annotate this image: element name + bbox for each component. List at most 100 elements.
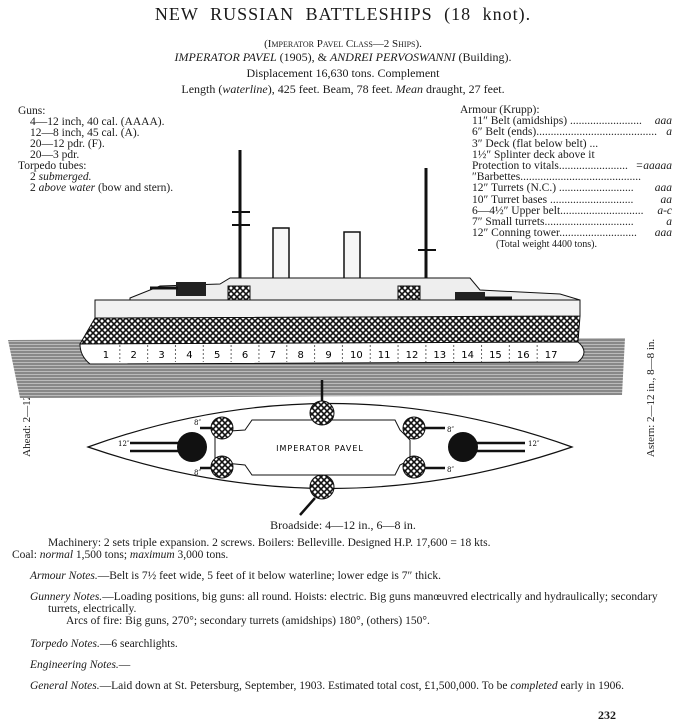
armour-block: Armour (Krupp): 11″ Belt (amidships) ...… xyxy=(460,104,673,251)
armour-item: 6—4½″ Upper belt........................… xyxy=(460,205,672,217)
section-number: 10 xyxy=(350,350,363,361)
armour-item-label: 12″ Conning tower.......................… xyxy=(472,228,637,240)
armour-item-label: 1½″ Splinter deck above it xyxy=(472,149,595,161)
coal-max: maximum xyxy=(129,549,175,561)
plan-label: IMPERATOR PAVEL xyxy=(276,444,364,453)
ship2-status: (Building). xyxy=(458,50,512,64)
engineering-note: Engineering Notes.— xyxy=(30,659,662,671)
section-number: 16 xyxy=(517,350,530,361)
armour-item-value: a xyxy=(666,216,672,229)
general-note-text: —Laid down at St. Petersburg, September,… xyxy=(99,680,511,692)
armour-item: 3″ Deck (flat below belt) ... xyxy=(460,139,672,150)
arcs-of-fire: Arcs of fire: Big guns, 270°; secondary … xyxy=(66,615,430,627)
armour-item-value: a xyxy=(666,126,672,139)
guns-block: Guns: 4—12 inch, 40 cal. (AAAA). 12—8 in… xyxy=(18,105,174,194)
turret-fore xyxy=(176,282,206,296)
section-number: 6 xyxy=(242,350,248,361)
ship1-year: (1905), & xyxy=(279,50,327,64)
notes: Machinery: 2 sets triple expansion. 2 sc… xyxy=(12,537,662,701)
gunnery-note: Gunnery Notes.—Loading positions, big gu… xyxy=(30,591,662,627)
coal-normal: normal xyxy=(39,549,74,561)
main-turret-aft xyxy=(448,432,478,462)
section-number: 3 xyxy=(158,350,164,361)
gunnery-note-label: Gunnery Notes. xyxy=(30,591,103,603)
engineering-note-label: Engineering Notes. xyxy=(30,659,119,671)
page-title: NEW RUSSIAN BATTLESHIPS (18 knot). xyxy=(154,4,532,24)
gun-item: 20—3 pdr. xyxy=(30,149,80,161)
torpedo-item: 2 above water (bow and stern). xyxy=(18,182,174,194)
broadside: Broadside: 4—12 in., 6—8 in. xyxy=(270,518,416,532)
torpedo-note-label: Torpedo Notes. xyxy=(30,638,100,650)
gun-label-8: 8″ xyxy=(194,419,201,427)
gunnery-note-text: —Loading positions, big guns: all round.… xyxy=(48,591,658,615)
armour-item-label: 6—4½″ Upper belt........................… xyxy=(472,205,644,217)
secondary-turrets xyxy=(210,400,426,500)
ship2-name: ANDREI PERVOSWANNI xyxy=(329,50,456,64)
armour-item-value: aaa xyxy=(654,227,672,240)
armour-item: 7″ Small turrets........................… xyxy=(460,216,672,229)
armour-item: 12″ Conning tower.......................… xyxy=(460,227,672,240)
armour-item-label: ″Barbettes..............................… xyxy=(472,172,641,184)
gun-label-8: 8″ xyxy=(447,466,454,474)
section-number: 13 xyxy=(433,350,446,361)
section-number: 9 xyxy=(325,350,331,361)
section-number: 4 xyxy=(186,350,192,361)
armour-note-label: Armour Notes. xyxy=(30,570,98,582)
general-note: General Notes.—Laid down at St. Petersbu… xyxy=(30,680,662,692)
section-number: 5 xyxy=(214,350,220,361)
armour-heading: Armour (Krupp): xyxy=(460,104,540,116)
section-number: 11 xyxy=(378,350,391,361)
engineering-note-text: — xyxy=(118,659,131,671)
armour-item-label: 3″ Deck (flat below belt) ... xyxy=(472,138,599,150)
gun-item: 20—12 pdr. (F). xyxy=(30,138,105,150)
armour-item-label: 10″ Turret bases .......................… xyxy=(472,194,634,206)
armour-item-value: aa xyxy=(660,193,673,206)
torpedo-heading: Torpedo tubes: xyxy=(18,160,87,172)
section-strip xyxy=(79,341,585,365)
armour-item: 12″ Turrets (N.C.) .....................… xyxy=(460,182,672,195)
armour-item-value: =aaaaa xyxy=(635,160,672,173)
general-note-end: early in 1906. xyxy=(557,680,625,692)
gun-label-12-aft: 12″ xyxy=(528,440,540,448)
torpedo-detail: (bow and stern). xyxy=(95,182,174,194)
section-number: 17 xyxy=(545,350,558,361)
gun-item: 4—12 inch, 40 cal. (AAAA). xyxy=(30,116,165,128)
armour-item-value: aaa xyxy=(654,115,672,128)
displacement: Displacement 16,630 tons. Complement xyxy=(246,66,440,80)
page-number: 232 xyxy=(598,708,616,722)
section-number: 8 xyxy=(297,350,303,361)
armour-item-label: Protection to vitals....................… xyxy=(472,161,628,173)
section-number: 2 xyxy=(131,350,137,361)
length-label: Length ( xyxy=(181,82,223,96)
armour-item: 6″ Belt (ends)..........................… xyxy=(460,126,672,139)
coal-normal-value: 1,500 tons; xyxy=(73,549,130,561)
gun-label-8: 8″ xyxy=(447,426,454,434)
gun-label-8: 8″ xyxy=(194,469,201,477)
armour-item-label: 6″ Belt (ends)..........................… xyxy=(472,127,657,139)
section-number: 7 xyxy=(270,350,276,361)
armour-item: 11″ Belt (amidships) ...................… xyxy=(460,115,672,128)
armour-item: 1½″ Splinter deck above it xyxy=(460,150,672,161)
section-number: 12 xyxy=(406,350,419,361)
guns-heading: Guns: xyxy=(18,105,46,117)
ship-names: IMPERATOR PAVEL (1905), & ANDREI PERVOSW… xyxy=(0,50,686,65)
general-note-completed: completed xyxy=(510,680,558,692)
class-line: (Imperator Pavel Class—2 Ships). xyxy=(264,38,422,50)
torpedo-count: 2 xyxy=(30,171,39,183)
torpedo-item: 2 submerged. xyxy=(18,171,173,183)
torpedo-type: submerged. xyxy=(38,171,92,183)
armour-item-label: 12″ Turrets (N.C.) .....................… xyxy=(472,183,634,195)
section-number: 15 xyxy=(489,350,502,361)
coal-max-value: 3,000 tons. xyxy=(174,549,229,561)
armour-item-value: aaa xyxy=(654,182,672,195)
ship1-name: IMPERATOR PAVEL xyxy=(174,50,277,64)
armour-total: (Total weight 4400 tons). xyxy=(496,239,597,251)
armour-item: Protection to vitals....................… xyxy=(460,160,672,173)
torpedo-note-text: —6 searchlights. xyxy=(99,638,178,650)
machinery-note: Machinery: 2 sets triple expansion. 2 sc… xyxy=(12,537,662,561)
armour-note: Armour Notes.—Belt is 7½ feet wide, 5 fe… xyxy=(30,570,662,582)
armour-item: 10″ Turret bases .......................… xyxy=(460,193,673,206)
armour-item: ″Barbettes..............................… xyxy=(460,172,672,183)
